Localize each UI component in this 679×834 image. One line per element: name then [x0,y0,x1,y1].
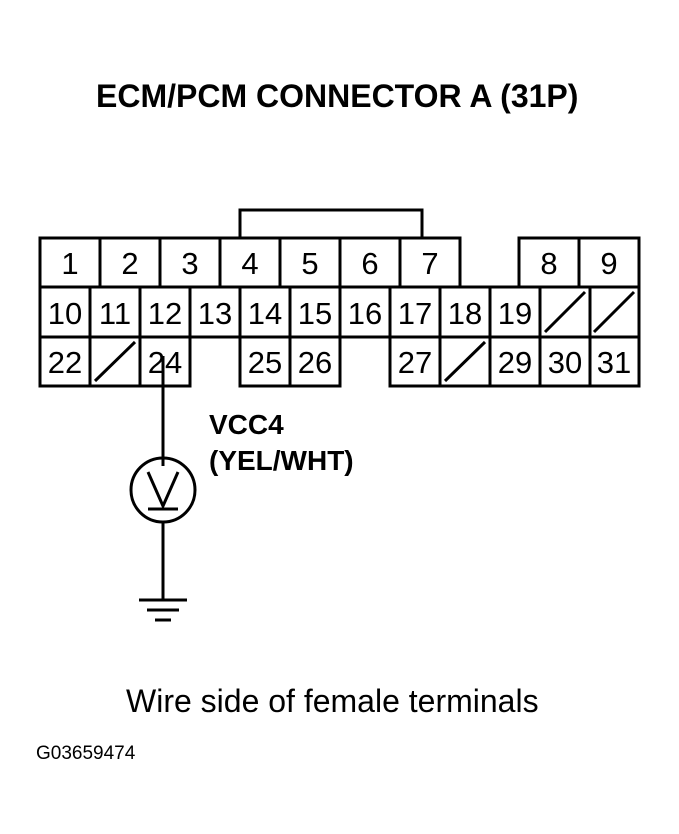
voltmeter-icon [129,456,197,524]
connector-a-31p: 1 2 3 4 5 6 7 8 9 10 11 [38,236,641,388]
pin-label-3: 3 [181,246,198,281]
pin-label-18: 18 [448,296,482,331]
pin-label-16: 16 [348,296,382,331]
pin-label-7: 7 [421,246,438,281]
pin-label-22: 22 [48,345,82,380]
unused-slash [543,290,587,334]
unused-slash [443,340,487,383]
unused-slash [592,290,636,334]
pin-label-1: 1 [61,246,78,281]
connector-row-1: 1 2 3 4 5 6 7 8 9 [38,236,641,289]
pin-label-6: 6 [361,246,378,281]
pin-cavity-30 [538,335,592,388]
pin-label-30: 30 [548,345,582,380]
pin-label-26: 26 [298,345,332,380]
pin-label-2: 2 [121,246,138,281]
pin-label-25: 25 [248,345,282,380]
connector-row-3: 22 24 25 26 27 29 30 31 [38,335,641,388]
unused-slash [93,340,137,383]
pin-label-8: 8 [540,246,557,281]
pin-label-24: 24 [148,345,182,380]
pin-label-17: 17 [398,296,432,331]
pin-label-13: 13 [198,296,232,331]
pin-cavity-10 [38,285,92,339]
pin-label-5: 5 [301,246,318,281]
pin-label-9: 9 [600,246,617,281]
wire-color: (YEL/WHT) [209,445,354,476]
pin-label-19: 19 [498,296,532,331]
pin-cavity-31 [588,335,641,388]
signal-name: VCC4 [209,409,284,440]
ground-icon [139,598,187,622]
pin-label-11: 11 [99,296,131,331]
pin-label-12: 12 [148,296,182,331]
pin-cavity-16 [338,285,392,339]
pin-cavity-8 [517,236,581,289]
diagram-caption: Wire side of female terminals [126,683,539,719]
pin-cavity-17 [388,285,442,339]
pin-cavity-26 [288,335,342,388]
pin-label-27: 27 [398,345,432,380]
pin-label-10: 10 [48,296,82,331]
pin-cavity-22 [38,335,92,388]
pin-label-14: 14 [248,296,282,331]
diagram-title: ECM/PCM CONNECTOR A (31P) [96,78,578,114]
pin-cavity-27 [388,335,442,388]
pin-label-4: 4 [241,246,258,281]
connector-row-2: 10 11 12 13 14 15 16 17 18 19 [38,285,641,339]
pin-cavity-24 [138,335,192,388]
pin-cavity-19 [488,285,542,339]
figure-code: G03659474 [36,743,136,764]
connector-lock-tab [238,208,424,238]
pin-label-29: 29 [498,345,532,380]
pin-label-15: 15 [298,296,332,331]
pin-label-31: 31 [597,345,631,380]
